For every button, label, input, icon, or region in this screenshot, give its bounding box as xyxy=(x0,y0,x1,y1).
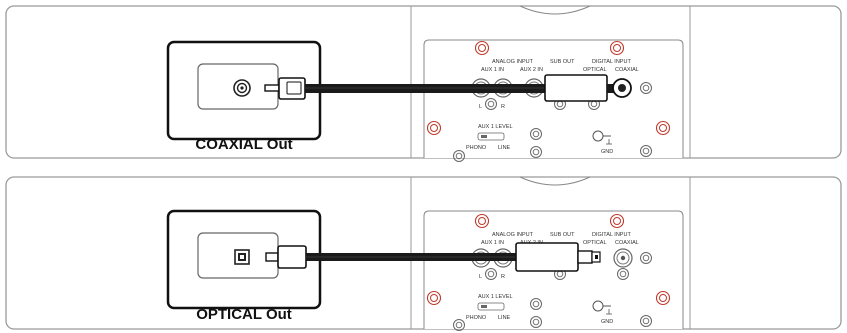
optical-panel: OPTICAL Out ANALOG INPUT SUB OUT DIGITAL… xyxy=(5,176,842,331)
optical-label: OPTICAL xyxy=(583,240,607,246)
right-channel-label: R xyxy=(501,274,505,280)
coaxial-panel: COAXIAL Out ANALOG INPUT SUB OUT DIGITAL… xyxy=(5,5,842,162)
sub-out-label: SUB OUT xyxy=(550,59,575,65)
device-top-arc xyxy=(519,5,591,15)
digital-input-label: DIGITAL INPUT xyxy=(592,59,631,65)
line-label: LINE xyxy=(498,315,511,321)
aux1-level-label: AUX 1 LEVEL xyxy=(478,294,513,300)
coaxial-cable xyxy=(264,74,632,102)
optical-label: OPTICAL xyxy=(583,67,607,73)
rca-jack-icon xyxy=(613,248,633,268)
aux1-in-label: AUX 1 IN xyxy=(481,240,504,246)
optical-cable xyxy=(265,242,601,272)
phono-label: PHONO xyxy=(466,315,487,321)
right-channel-label: R xyxy=(501,104,505,110)
level-switch-icon xyxy=(477,302,505,311)
panel-label: OPTICAL Out xyxy=(196,306,292,323)
digital-input-label: DIGITAL INPUT xyxy=(592,232,631,238)
device-top-arc xyxy=(519,176,591,186)
sub-out-label: SUB OUT xyxy=(550,232,575,238)
left-channel-label: L xyxy=(479,104,482,110)
aux1-level-label: AUX 1 LEVEL xyxy=(478,124,513,130)
analog-input-label: ANALOG INPUT xyxy=(492,59,534,65)
line-label: LINE xyxy=(498,145,511,151)
analog-input-label: ANALOG INPUT xyxy=(492,232,534,238)
gnd-terminal-icon xyxy=(592,130,612,145)
level-switch-icon xyxy=(477,132,505,141)
gnd-label: GND xyxy=(601,319,613,325)
coaxial-label: COAXIAL xyxy=(615,67,639,73)
gnd-label: GND xyxy=(601,149,613,155)
left-channel-label: L xyxy=(479,274,482,280)
coaxial-label: COAXIAL xyxy=(615,240,639,246)
gnd-terminal-icon xyxy=(592,300,612,315)
coaxial-jack-icon xyxy=(233,79,251,97)
aux2-in-label: AUX 2 IN xyxy=(520,67,543,73)
phono-label: PHONO xyxy=(466,145,487,151)
aux1-in-label: AUX 1 IN xyxy=(481,67,504,73)
panel-label: COAXIAL Out xyxy=(195,136,292,153)
optical-jack-icon xyxy=(234,249,250,265)
